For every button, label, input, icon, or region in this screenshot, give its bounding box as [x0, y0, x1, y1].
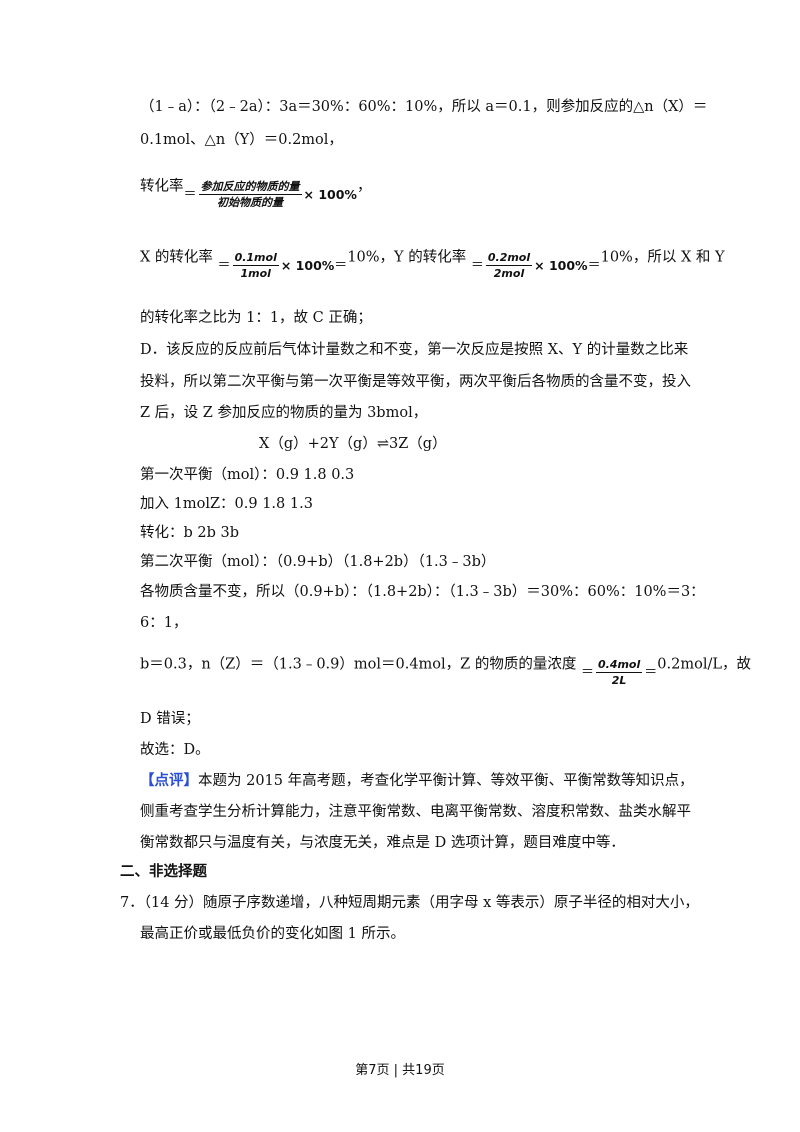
equals-sign: ＝ [217, 257, 231, 273]
text-line: 0.1mol、△n（Y）＝0.2mol， [140, 132, 343, 148]
text-line: D 错误； [140, 711, 200, 727]
fraction-numerator: 0.2mol [485, 251, 533, 266]
text-line: 的转化率之比为 1：1，故 C 正确； [140, 310, 372, 326]
text-line: 侧重考查学生分析计算能力，注意平衡常数、电离平衡常数、溶度积常数、盐类水解平 [140, 804, 691, 820]
equals-sign: ＝ [644, 664, 658, 680]
equals-sign: ＝ [334, 257, 348, 273]
fraction-numerator: 参加反应的物质的量 [198, 180, 302, 195]
table-row: 第一次平衡（mol）：0.9 1.8 0.3 [140, 467, 355, 483]
comment-line: 【点评】本题为 2015 年高考题，考查化学平衡计算、等效平衡、平衡常数等知识点… [140, 771, 694, 791]
comma: ， [356, 178, 372, 195]
fraction-numerator: 0.4mol [595, 658, 643, 673]
table-row: 加入 1molZ：0.9 1.8 1.3 [140, 496, 313, 512]
text-line: （1﹣a）：（2﹣2a）：3a＝30%：60%：10%，所以 a＝0.1，则参加… [140, 99, 708, 115]
question-text: 7．（14 分）随原子序数递增，八种短周期元素（用字母 x 等表示）原子半径的相… [120, 895, 699, 911]
multiply-100: × 100% [303, 186, 357, 202]
comment-tag: 【点评】 [140, 772, 198, 789]
question-text: 最高正价或最低负价的变化如图 1 所示。 [140, 926, 405, 942]
multiply-100: × 100% [534, 257, 588, 273]
conversion-formula: 转化率＝参加反应的物质的量初始物质的量× 100%， [140, 172, 372, 210]
fraction-numerator: 0.1mol [232, 251, 279, 266]
text-line: 6：1， [140, 615, 188, 631]
text-line: 投料，所以第二次平衡与第一次平衡是等效平衡，两次平衡后各物质的含量不变，投入 [140, 374, 691, 390]
text-segment: X 的转化率 [140, 249, 213, 266]
text-segment: 10%，Y 的转化率 [347, 249, 467, 266]
text-line: Z 后，设 Z 参加反应的物质的量为 3bmol， [140, 405, 428, 421]
text-line: 故选：D。 [140, 742, 210, 758]
reaction-equation: X（g）+2Y（g）⇌3Z（g） [259, 436, 447, 452]
text-line: 各物质含量不变，所以（0.9+b）：（1.8+2b）：（1.3﹣3b）＝30%：… [140, 584, 705, 600]
formula-label: 转化率 [140, 178, 184, 195]
fraction-denominator: 2L [611, 674, 627, 687]
fraction-denominator: 2mol [493, 267, 525, 280]
text-segment: b＝0.3，n（Z）＝（1.3﹣0.9）mol＝0.4mol，Z 的物质的量浓度 [140, 656, 577, 673]
text-segment: 0.2mol/L，故 [657, 656, 751, 673]
fraction-denominator: 初始物质的量 [217, 196, 284, 209]
equals-sign: ＝ [183, 186, 197, 202]
fraction: 参加反应的物质的量初始物质的量 [198, 180, 302, 209]
multiply-100: × 100% [280, 257, 335, 273]
equals-sign: ＝ [470, 257, 484, 273]
equals-sign: ＝ [580, 664, 594, 680]
text-segment: 本题为 2015 年高考题，考查化学平衡计算、等效平衡、平衡常数等知识点， [198, 773, 694, 789]
fraction-denominator: 1mol [240, 267, 271, 280]
concentration-line: b＝0.3，n（Z）＝（1.3﹣0.9）mol＝0.4mol，Z 的物质的量浓度… [140, 650, 751, 688]
text-line: 衡常数都只与温度有关，与浓度无关，难点是 D 选项计算，题目难度中等． [140, 835, 625, 851]
table-row: 转化：b 2b 3b [140, 525, 240, 541]
text-line: D．该反应的反应前后气体计量数之和不变，第一次反应是按照 X、Y 的计量数之比来 [140, 342, 689, 358]
page-footer: 第7页 | 共19页 [355, 1063, 445, 1078]
table-row: 第二次平衡（mol）：（0.9+b）（1.8+2b）（1.3﹣3b） [140, 554, 496, 570]
section-heading: 二、非选择题 [120, 863, 207, 880]
equals-sign: ＝ [587, 257, 601, 273]
text-segment: 10%，所以 X 和 Y [600, 249, 725, 266]
